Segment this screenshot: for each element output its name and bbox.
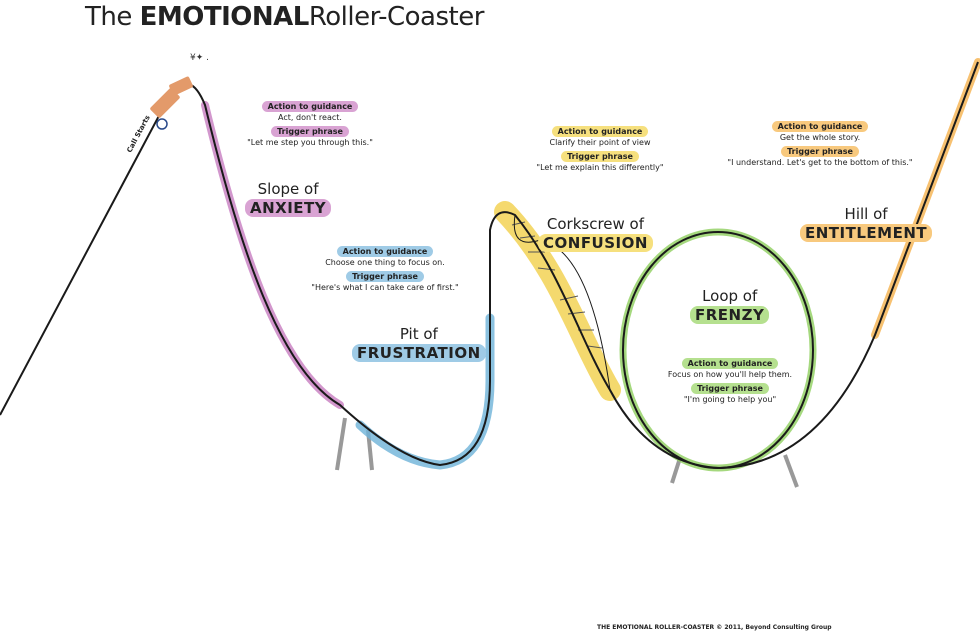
title-suffix: Roller-Coaster xyxy=(308,2,485,32)
anxiety-guidance: Action to guidance Act, don't react. Tri… xyxy=(200,98,420,148)
frustration-guidance: Action to guidance Choose one thing to f… xyxy=(275,243,495,293)
title-emphasis: EMOTIONAL xyxy=(139,2,310,32)
label-big: CONFUSION xyxy=(538,234,653,252)
action-label: Action to guidance xyxy=(771,121,869,132)
copyright-footer: THE EMOTIONAL ROLLER-COASTER © 2011, Bey… xyxy=(597,624,832,631)
label-big: FRUSTRATION xyxy=(352,344,486,362)
frenzy-highlight xyxy=(619,228,817,472)
frenzy-label: Loop of FRENZY xyxy=(690,287,770,324)
title-prefix: The xyxy=(85,2,132,32)
label-small: Loop of xyxy=(702,287,758,305)
action-text: Act, don't react. xyxy=(278,113,342,122)
trigger-text: "I'm going to help you" xyxy=(683,395,777,404)
label-small: Pit of xyxy=(399,325,438,343)
corkscrew-hatch xyxy=(511,221,603,349)
action-label: Action to guidance xyxy=(551,126,649,137)
label-small: Hill of xyxy=(844,205,888,223)
action-label: Action to guidance xyxy=(261,101,359,112)
action-text: Choose one thing to focus on. xyxy=(325,258,445,267)
trigger-text: "Let me explain this differently" xyxy=(536,163,664,172)
trigger-text: "I understand. Let's get to the bottom o… xyxy=(727,158,913,167)
trigger-label: Trigger phrase xyxy=(561,151,639,162)
trigger-label: Trigger phrase xyxy=(691,383,769,394)
diagram-title: The EMOTIONALRoller-Coaster xyxy=(85,2,484,32)
entitlement-guidance: Action to guidance Get the whole story. … xyxy=(700,118,940,168)
confusion-guidance: Action to guidance Clarify their point o… xyxy=(490,123,710,173)
trigger-text: "Let me step you through this." xyxy=(247,138,373,147)
label-big: FRENZY xyxy=(690,306,770,324)
coaster-car-icon: ¥✦ . xyxy=(150,53,209,130)
trigger-label: Trigger phrase xyxy=(271,126,349,137)
svg-text:¥✦ .: ¥✦ . xyxy=(190,53,209,63)
action-text: Focus on how you'll help them. xyxy=(667,370,793,379)
action-text: Get the whole story. xyxy=(779,133,861,142)
action-label: Action to guidance xyxy=(336,246,434,257)
label-big: ANXIETY xyxy=(245,199,332,217)
frustration-label: Pit of FRUSTRATION xyxy=(352,325,486,362)
trigger-label: Trigger phrase xyxy=(781,146,859,157)
frenzy-guidance: Action to guidance Focus on how you'll h… xyxy=(620,355,840,405)
confusion-label: Corkscrew of CONFUSION xyxy=(538,215,653,252)
entitlement-label: Hill of ENTITLEMENT xyxy=(800,205,933,242)
label-small: Slope of xyxy=(257,180,319,198)
anxiety-label: Slope of ANXIETY xyxy=(245,180,332,217)
action-text: Clarify their point of view xyxy=(549,138,651,147)
label-small: Corkscrew of xyxy=(546,215,645,233)
trigger-label: Trigger phrase xyxy=(346,271,424,282)
label-big: ENTITLEMENT xyxy=(800,224,933,242)
trigger-text: "Here's what I can take care of first." xyxy=(311,283,459,292)
action-label: Action to guidance xyxy=(681,358,779,369)
